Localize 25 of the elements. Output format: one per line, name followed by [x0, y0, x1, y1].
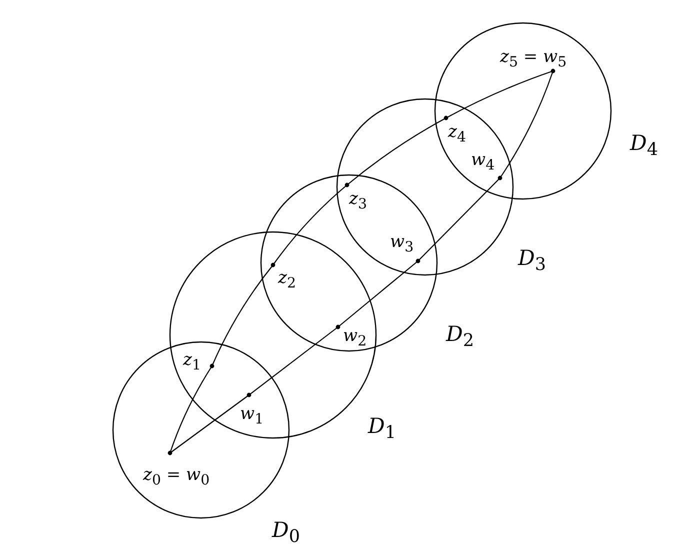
- point-label: w$_{1}$: [240, 406, 264, 427]
- curve: [248, 326, 338, 396]
- curve: [169, 366, 212, 454]
- curve: [170, 394, 250, 454]
- curve: [446, 70, 554, 118]
- point-label: w$_{2}$: [343, 328, 367, 349]
- disk-label: D$_{0}$: [272, 520, 300, 547]
- curve: [346, 118, 446, 186]
- disk-label: D$_{4}$: [630, 133, 658, 160]
- disk-label: D$_{2}$: [446, 324, 474, 351]
- disk-label: D$_{3}$: [518, 248, 546, 275]
- disk-label: D$_{1}$: [368, 416, 396, 443]
- curve: [212, 264, 274, 366]
- curve: [338, 260, 418, 328]
- point-label: z$_{2}$: [278, 270, 296, 291]
- point-label: w$_{4}$: [471, 152, 495, 173]
- curve: [418, 178, 500, 262]
- point-label: z$_{3}$: [349, 191, 367, 212]
- point-label: z$_{5}$ = w$_{5}$: [500, 49, 567, 70]
- curve: [500, 70, 554, 178]
- point-label: w$_{3}$: [390, 234, 414, 255]
- point-label: z$_{4}$: [448, 124, 466, 145]
- curve: [272, 184, 348, 266]
- point-label: z$_{0}$ = w$_{0}$: [143, 467, 210, 488]
- point-label: z$_{1}$: [183, 352, 201, 373]
